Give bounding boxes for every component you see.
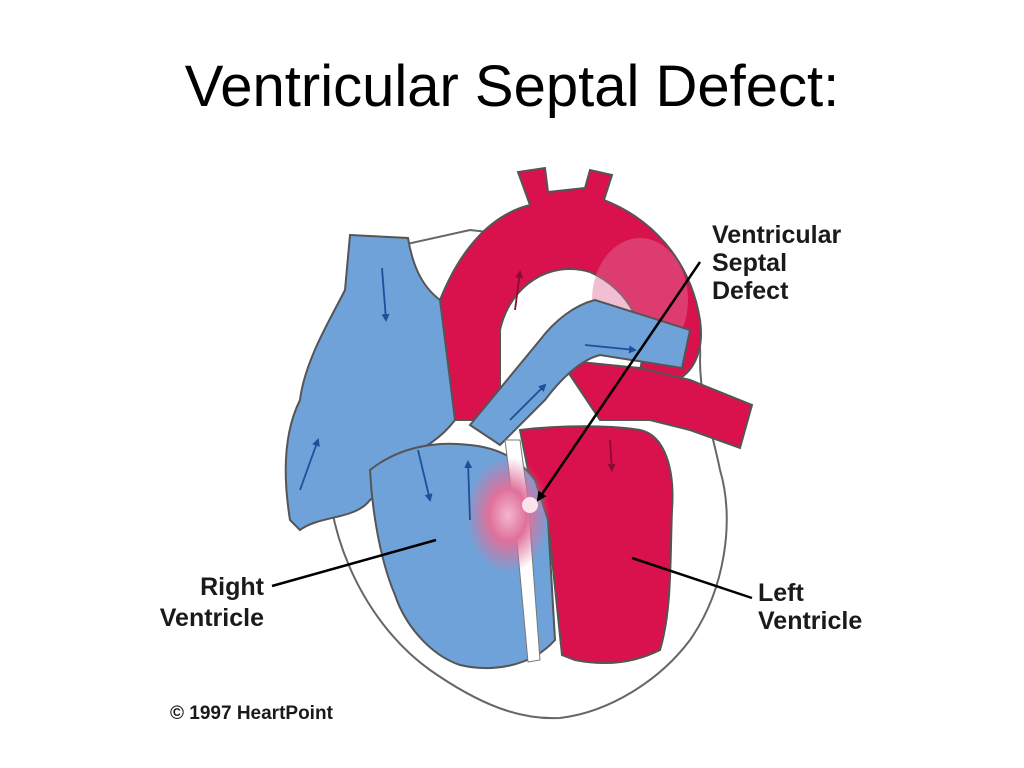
lv-label-line1: Left bbox=[758, 579, 805, 607]
vsd-label-line1: Ventricular bbox=[712, 221, 841, 249]
rv-label-line2: Ventricle bbox=[160, 604, 264, 632]
septal-defect-hole bbox=[522, 497, 538, 513]
vsd-label-line3: Defect bbox=[712, 277, 789, 305]
vsd-label-line2: Septal bbox=[712, 249, 787, 277]
rv-label-line1: Right bbox=[200, 573, 265, 601]
copyright-notice: © 1997 HeartPoint bbox=[170, 703, 334, 724]
septal-defect-glow bbox=[466, 457, 550, 573]
lv-label-line2: Ventricle bbox=[758, 607, 862, 635]
